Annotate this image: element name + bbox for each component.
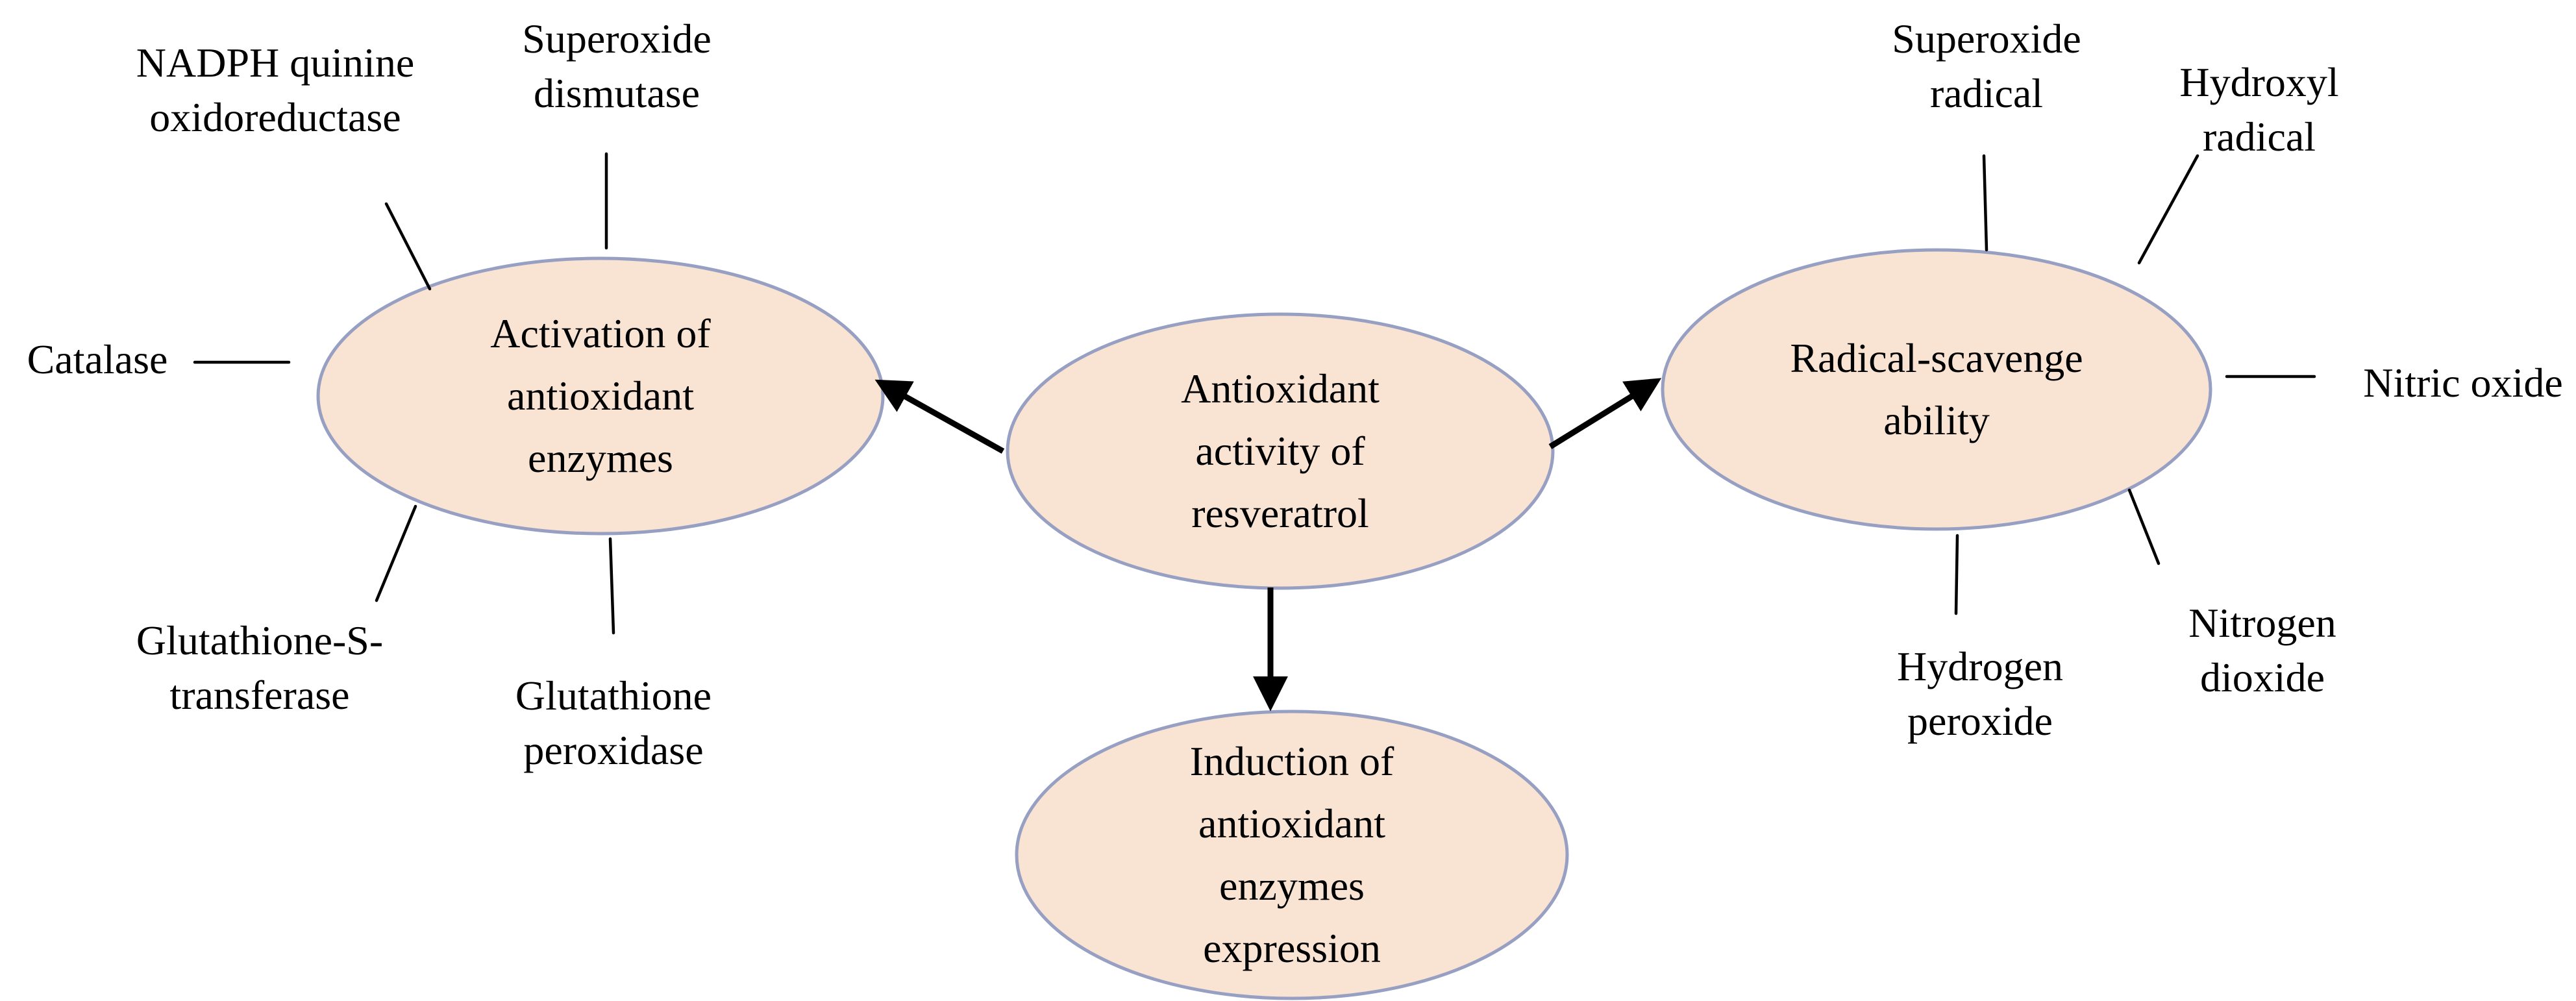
label-catalase: Catalase <box>27 336 168 382</box>
connector-superoxide-radical <box>1982 154 1988 252</box>
arrow-center-to-radical-scavenge <box>1548 378 1662 449</box>
ellipse-radical-scavenge-ability <box>1661 248 2212 531</box>
label-glutathione-peroxidase: Glutathione peroxidase <box>515 673 712 774</box>
label-activation-antioxidant-enzymes: Activation of antioxidant enzymes <box>490 310 711 481</box>
ellipse-induction-antioxidant-enzymes-expression <box>1015 710 1569 1000</box>
label-antioxidant-activity-of-resveratrol: Antioxidant activity of resveratrol <box>1181 365 1380 536</box>
connector-nitrogen-dioxide <box>2127 488 2161 565</box>
connector-hydrogen-peroxide <box>1954 534 1959 615</box>
connector-glutathione-s-transferase <box>375 504 417 602</box>
connector-hydroxyl-radical <box>2137 154 2199 265</box>
label-nitric-oxide: Nitric oxide <box>2363 360 2563 406</box>
label-hydrogen-peroxide: Hydrogen peroxide <box>1897 643 2063 745</box>
ellipse-antioxidant-activity-of-resveratrol <box>1006 312 1555 590</box>
label-superoxide-radical: Superoxide radical <box>1892 16 2081 117</box>
connector-glutathione-peroxidase <box>608 537 615 635</box>
label-induction-antioxidant-enzymes-expression: Induction of antioxidant enzymes express… <box>1189 738 1394 971</box>
label-hydroxyl-radical: Hydroxyl radical <box>2179 59 2339 160</box>
label-radical-scavenge-ability: Radical-scavenge ability <box>1790 335 2083 443</box>
label-glutathione-s-transferase: Glutathione-S- transferase <box>136 617 384 719</box>
label-superoxide-dismutase: Superoxide dismutase <box>522 16 712 117</box>
arrow-center-to-activation <box>874 379 1005 454</box>
label-nadph-quinine-oxidoreductase: NADPH quinine oxidoreductase <box>136 40 415 141</box>
connector-nadph-quinine-oxidoreductase <box>384 202 432 291</box>
label-nitrogen-dioxide: Nitrogen dioxide <box>2188 600 2336 701</box>
